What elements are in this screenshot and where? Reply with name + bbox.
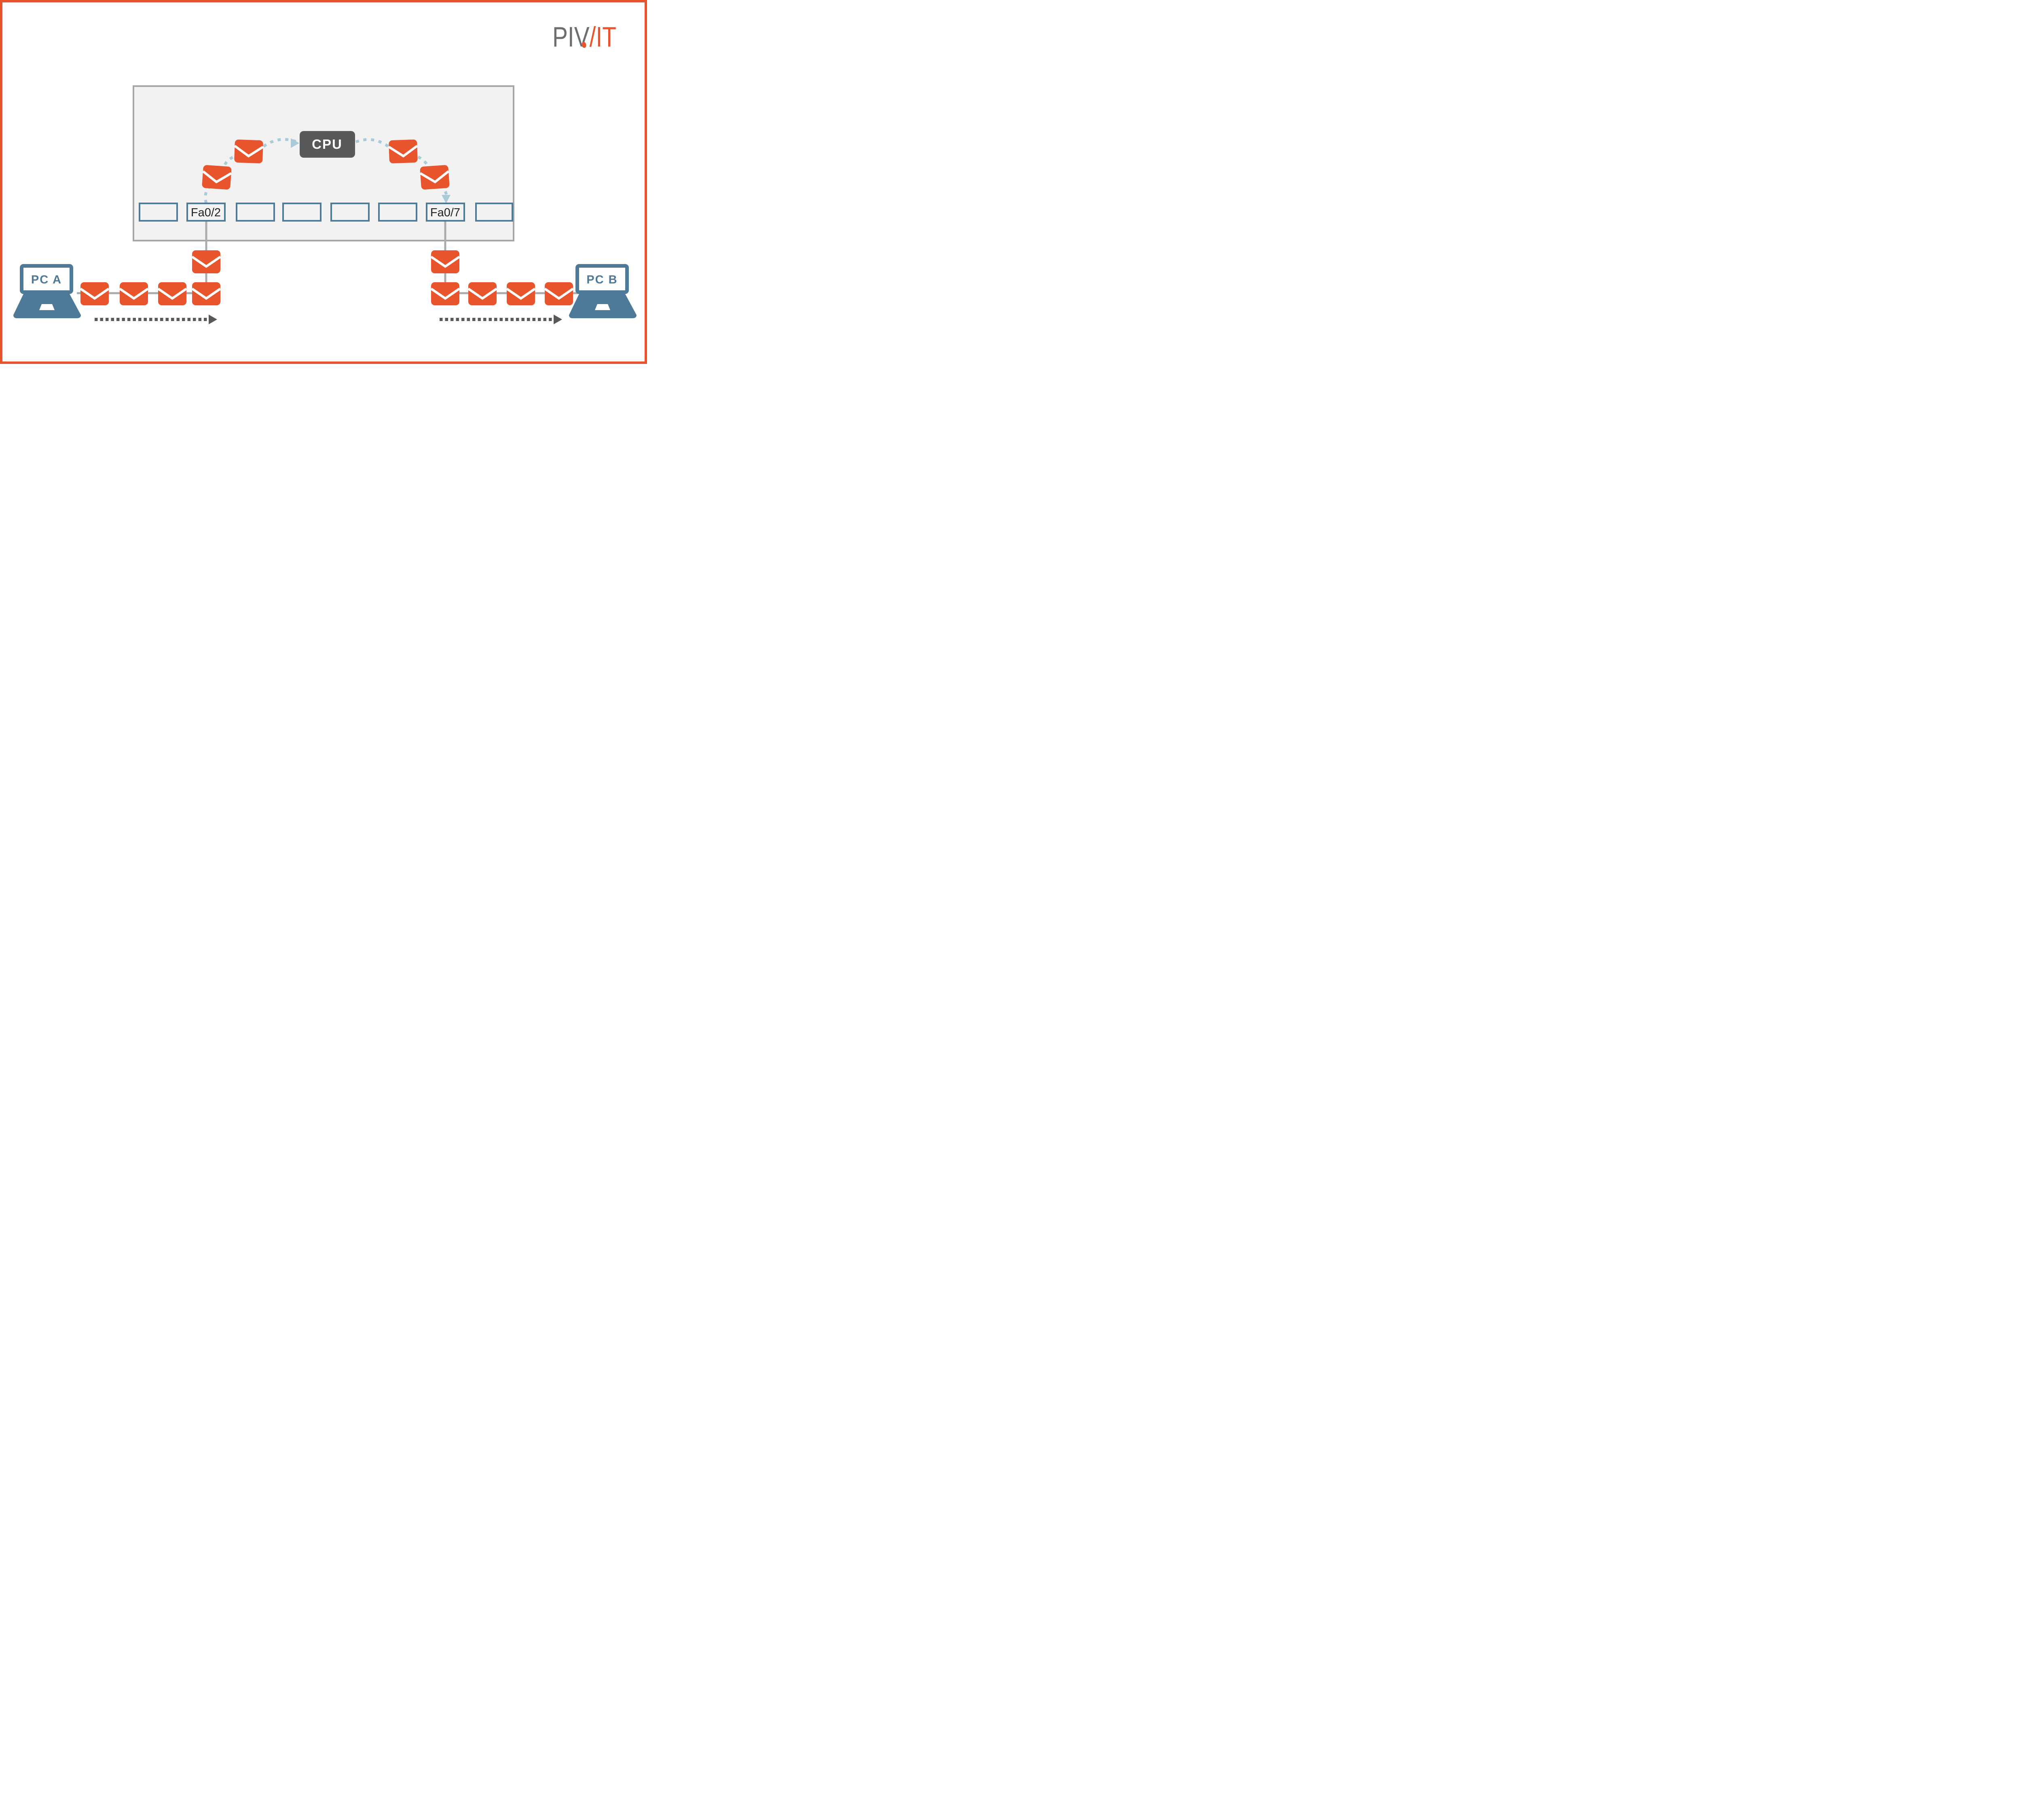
pivit-logo-text: PIV/IT (552, 21, 616, 53)
laptop-icon (569, 264, 637, 318)
page-frame-border (0, 0, 647, 364)
port-label-fa0-7: Fa0/7 (430, 206, 460, 219)
switch-port-8 (475, 203, 513, 222)
switch-port-1 (139, 203, 178, 222)
envelope-icon (80, 282, 109, 305)
logo-orange-part: IT (596, 21, 616, 53)
flow-arrowhead-into-port7 (442, 195, 451, 203)
envelope-icon (234, 140, 263, 163)
envelope-icon (120, 282, 148, 305)
envelope-icon (507, 282, 535, 305)
switch-port-fa0-7 (426, 203, 465, 222)
envelope-icon (420, 165, 450, 190)
diagram-canvas: Fa0/2 Fa0/7 CPU PC A PC B PIV/IT (0, 0, 647, 364)
network-diagram: Fa0/2 Fa0/7 CPU PC A PC B PIV/IT (0, 0, 647, 364)
laptop-icon (13, 264, 81, 318)
envelope-icon (389, 140, 418, 163)
pivit-logo: PIV/IT (552, 21, 616, 53)
pc-b-label: PC B (586, 273, 618, 286)
envelope-icon (192, 250, 220, 273)
switch-port-fa0-2 (186, 203, 226, 222)
flow-arc-envelope1-to-envelope2 (223, 155, 234, 165)
flow-arc-envelope2-to-cpu (262, 138, 297, 148)
logo-slash-part: / (590, 21, 596, 53)
envelope-icon (192, 282, 220, 305)
port-label-fa0-2: Fa0/2 (191, 206, 221, 219)
pc-a-label: PC A (31, 273, 62, 286)
envelope-icon (468, 282, 497, 305)
envelope-icon (158, 282, 186, 305)
envelope-icon (545, 282, 573, 305)
switch-port-4 (282, 203, 321, 222)
switch-port-row: Fa0/2 Fa0/7 (139, 203, 513, 222)
envelope-icon (202, 165, 232, 190)
flow-arc-cpu-to-envelope3 (355, 138, 389, 148)
logo-dot-icon (582, 42, 586, 48)
switch-port-6 (378, 203, 417, 222)
switch-port-3 (236, 203, 275, 222)
envelope-icon (431, 282, 459, 305)
switch-port-5 (330, 203, 370, 222)
arrowhead-right-flow (554, 315, 562, 324)
cpu-box (300, 131, 355, 158)
cpu-label: CPU (312, 137, 343, 152)
envelope-icon (431, 250, 459, 273)
arrowhead-left-flow (209, 315, 217, 324)
flow-arc-envelope3-to-envelope4 (417, 155, 428, 166)
flow-arrowhead-into-cpu (291, 138, 299, 148)
